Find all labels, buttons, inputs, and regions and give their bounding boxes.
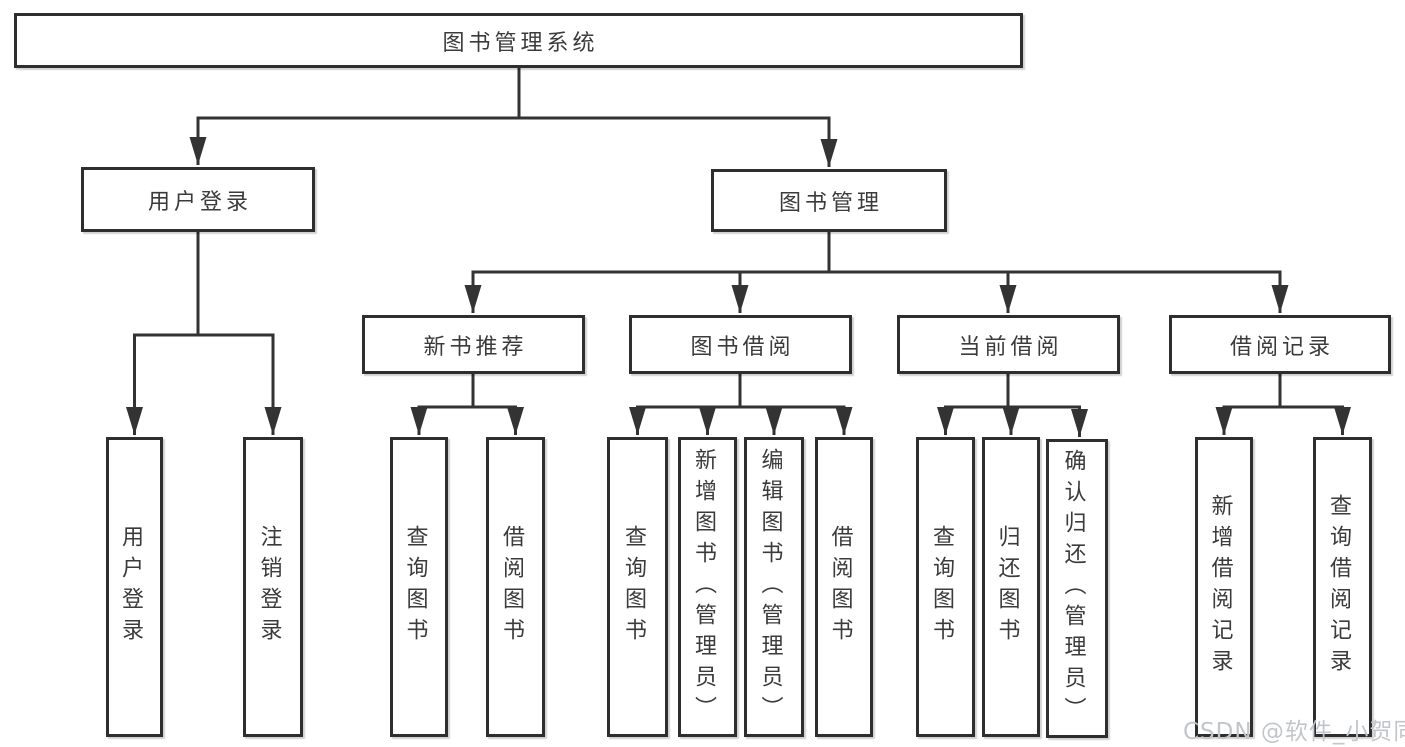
connector-book-borrowing	[629, 374, 853, 435]
connector-current-borrowing	[937, 374, 1088, 437]
connector-root	[189, 68, 838, 167]
node-label: 查询图书	[929, 525, 954, 649]
leaf-borrowing-borrow-books: 借阅图书	[815, 437, 873, 737]
node-user-login: 用户登录	[81, 167, 315, 232]
node-label: 新书推荐	[423, 334, 528, 360]
watermark: CSDN @软件_小贺同学	[1183, 719, 1405, 745]
node-label: 新增图书（管理员）	[691, 447, 716, 727]
node-label: 借阅图书	[499, 525, 524, 649]
node-label: 用户登录	[147, 189, 252, 215]
node-library-system: 图书管理系统	[14, 13, 1023, 68]
node-new-book-recommend: 新书推荐	[362, 315, 585, 374]
leaf-borrowing-query-books: 查询图书	[607, 437, 668, 737]
connector-user-login	[126, 232, 282, 435]
leaf-current-return-books: 归还图书	[982, 437, 1040, 737]
connector-new-book-recommend	[410, 374, 524, 435]
node-label: 借阅记录	[1229, 334, 1334, 360]
leaf-current-confirm-return-admin: 确认归还（管理员）	[1046, 439, 1108, 738]
node-borrowing-records: 借阅记录	[1169, 315, 1391, 374]
leaf-recommend-query-books: 查询图书	[390, 437, 448, 737]
node-label: 编辑图书（管理员）	[757, 447, 783, 727]
leaf-logout: 注销登录	[243, 437, 303, 737]
node-label: 用户登录	[118, 525, 143, 649]
node-label: 归还图书	[994, 525, 1020, 649]
node-label: 查询图书	[402, 525, 428, 649]
leaf-recommend-borrow-books: 借阅图书	[486, 437, 545, 737]
node-label: 确认归还（管理员）	[1060, 449, 1086, 728]
leaf-records-query-record: 查询借阅记录	[1313, 437, 1372, 737]
node-label: 图书管理	[778, 190, 883, 216]
connector-borrowing-records	[1215, 374, 1351, 435]
leaf-current-query-books: 查询图书	[916, 437, 975, 737]
leaf-records-add-record: 新增借阅记录	[1195, 437, 1253, 737]
node-label: 查询图书	[621, 525, 646, 649]
node-label: 图书借阅	[690, 334, 795, 360]
node-label: 图书管理系统	[442, 30, 599, 56]
node-label: 借阅图书	[827, 525, 853, 649]
leaf-borrowing-edit-books-admin: 编辑图书（管理员）	[744, 437, 804, 737]
node-book-management: 图书管理	[711, 169, 947, 232]
node-label: 注销登录	[256, 525, 282, 649]
connector-book-management	[464, 232, 1289, 313]
node-label: 当前借阅	[958, 334, 1063, 360]
node-label: 查询借阅记录	[1326, 494, 1351, 680]
leaf-borrowing-add-books-admin: 新增图书（管理员）	[678, 437, 737, 737]
leaf-user-login: 用户登录	[106, 437, 163, 737]
node-label: 新增借阅记录	[1207, 494, 1233, 680]
node-book-borrowing: 图书借阅	[629, 315, 852, 374]
node-current-borrowing: 当前借阅	[897, 315, 1120, 374]
